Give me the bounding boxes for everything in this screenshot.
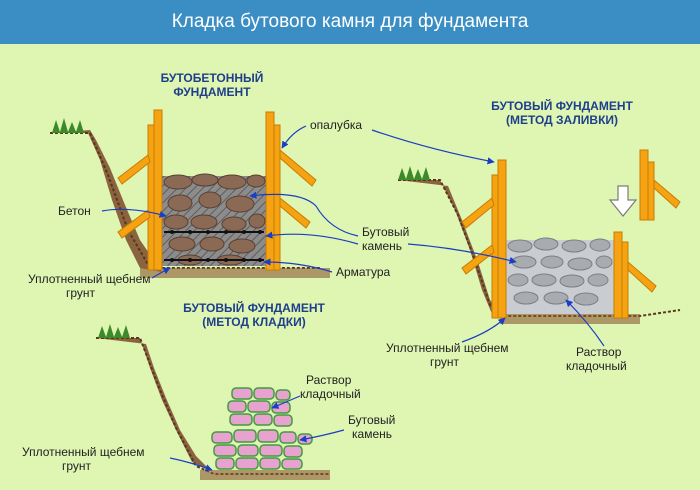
label-gravel-1-line2: грунт [66, 286, 96, 300]
arrows-pouring [371, 129, 605, 347]
pouring-label-mortar-line2: кладочный [566, 359, 627, 373]
trench-right-bottom [500, 314, 640, 324]
label-gravel-1-line1: Уплотненный щебнем [28, 272, 151, 286]
masonry-label-gravel-line2: грунт [62, 459, 92, 473]
pouring-formwork-top [639, 149, 681, 221]
trench-bottom-soil [140, 268, 330, 278]
pouring-formwork-right [613, 231, 657, 319]
pouring-method-foundation: БУТОВЫЙ ФУНДАМЕНТ (МЕТОД ЗАЛИВКИ) [371, 98, 681, 373]
pouring-formwork-left [461, 159, 507, 319]
rebar-lines [164, 231, 264, 261]
pouring-heading-line2: (МЕТОД ЗАЛИВКИ) [506, 113, 618, 127]
label-formwork: опалубка [310, 118, 362, 132]
formwork-right [265, 111, 317, 271]
page-title: Кладка бутового камня для фундамента [171, 11, 529, 32]
pouring-label-gravel-line1: Уплотненный щебнем [386, 341, 509, 355]
masonry-label-mortar-line1: Раствор [306, 373, 352, 387]
trench-right-edge [398, 179, 681, 317]
title-bar: Кладка бутового камня для фундамента [0, 0, 700, 44]
masonry-method-foundation: БУТОВЫЙ ФУНДАМЕНТ (МЕТОД КЛАДКИ) [22, 300, 395, 480]
pouring-stones [507, 237, 613, 306]
arrows-rubble-concrete [101, 125, 359, 279]
pouring-label-gravel-line2: грунт [430, 355, 460, 369]
label-stone-1-line2: камень [362, 239, 402, 253]
masonry-label-stone-line2: камень [352, 427, 392, 441]
masonry-label-gravel-line1: Уплотненный щебнем [22, 445, 145, 459]
pouring-label-mortar-line1: Раствор [576, 345, 622, 359]
masonry-heading-line2: (МЕТОД КЛАДКИ) [202, 315, 305, 329]
label-concrete: Бетон [58, 204, 91, 218]
grass-masonry [98, 324, 130, 338]
rubble-stones [163, 173, 266, 266]
trench-masonry-edge [96, 337, 330, 475]
rubble-concrete-heading-line2: ФУНДАМЕНТ [173, 85, 251, 99]
grass-left [52, 118, 84, 133]
masonry-stones [211, 387, 313, 470]
rubble-concrete-heading-line1: БУТОБЕТОННЫЙ [161, 70, 264, 85]
trench-masonry-bottom [200, 470, 330, 480]
label-rebar: Арматура [336, 265, 391, 279]
rebar-dots [170, 230, 262, 262]
rubble-concrete-foundation: БУТОБЕТОННЫЙ ФУНДАМЕНТ опалубка Бетон Бу… [28, 70, 409, 300]
pour-direction-arrow-icon [608, 185, 638, 217]
masonry-heading-line1: БУТОВЫЙ ФУНДАМЕНТ [183, 300, 325, 315]
masonry-label-stone-line1: Бутовый [348, 413, 395, 427]
masonry-label-mortar-line2: кладочный [300, 387, 361, 401]
arrows-masonry [169, 395, 345, 472]
label-stone-1-line1: Бутовый [362, 225, 409, 239]
grass-right [398, 166, 430, 180]
trench-left-edge [50, 132, 320, 269]
trench-left-soil [50, 130, 162, 272]
formwork-left [117, 109, 163, 271]
pouring-heading-line1: БУТОВЫЙ ФУНДАМЕНТ [491, 98, 633, 113]
